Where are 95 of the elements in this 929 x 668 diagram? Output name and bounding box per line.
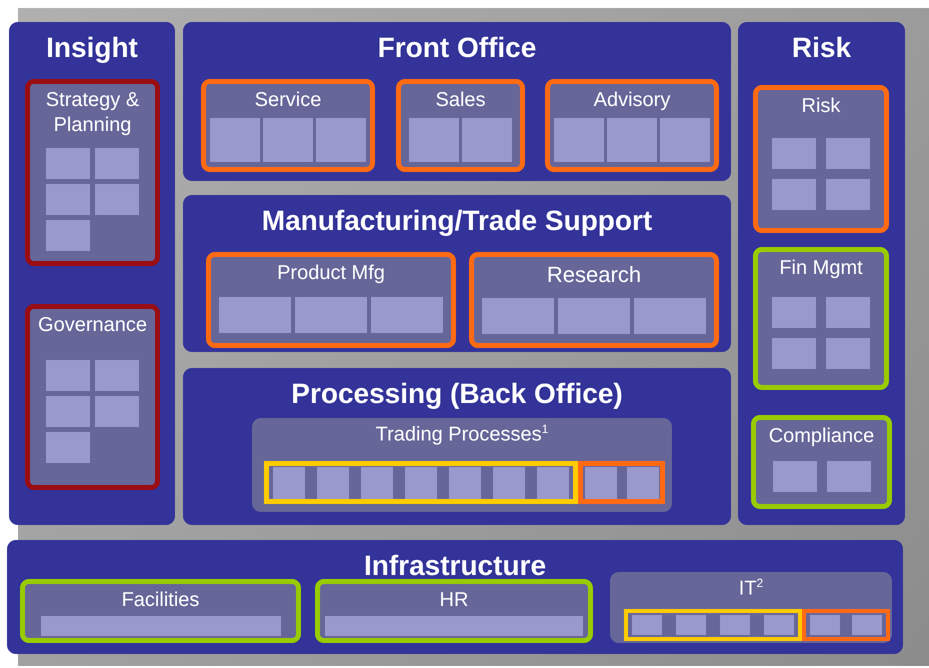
box-label: Product Mfg xyxy=(277,261,385,286)
function-box xyxy=(610,572,892,643)
function-box xyxy=(20,579,301,643)
function-box xyxy=(315,579,593,643)
component-square xyxy=(676,615,706,635)
process-band xyxy=(578,461,665,504)
component-square xyxy=(826,338,870,369)
component-square xyxy=(772,178,816,210)
component-square xyxy=(660,118,710,162)
component-bar xyxy=(325,616,583,636)
component-square xyxy=(46,396,90,427)
component-square xyxy=(273,466,305,498)
component-square xyxy=(46,148,90,179)
function-box xyxy=(201,79,375,172)
box-label: Advisory xyxy=(594,88,670,113)
component-square xyxy=(46,220,90,251)
component-square xyxy=(720,615,750,635)
component-square xyxy=(409,118,459,162)
box-label: Strategy & Planning xyxy=(44,88,140,138)
component-square xyxy=(95,360,139,391)
process-band xyxy=(802,609,890,641)
section-title: Manufacturing/Trade Support xyxy=(262,205,652,237)
section-panel xyxy=(183,22,731,181)
box-label: IT$^{2}$ xyxy=(738,576,764,602)
function-box xyxy=(252,418,672,512)
section-panel xyxy=(7,540,903,654)
component-square xyxy=(46,432,90,463)
box-label: Research xyxy=(546,261,642,288)
component-bar xyxy=(40,616,280,636)
component-square xyxy=(634,298,706,334)
component-square xyxy=(95,184,139,215)
function-box xyxy=(753,85,889,233)
component-square xyxy=(826,178,870,210)
component-square xyxy=(584,466,616,498)
section-title: Processing (Back Office) xyxy=(291,378,623,410)
box-label: Fin Mgmt xyxy=(779,256,863,281)
component-square xyxy=(361,466,393,498)
section-panel xyxy=(183,368,731,525)
component-square xyxy=(772,461,816,492)
box-label: Service xyxy=(254,88,322,113)
component-square xyxy=(462,118,512,162)
component-square xyxy=(772,138,816,168)
box-label: Governance xyxy=(38,313,147,338)
box-label: Sales xyxy=(435,88,486,113)
component-square xyxy=(558,298,630,334)
function-box xyxy=(396,79,525,172)
component-square xyxy=(371,296,443,332)
component-square xyxy=(537,466,569,498)
component-square xyxy=(46,360,90,391)
section-title: Risk xyxy=(792,32,852,64)
box-label: HR xyxy=(440,588,468,613)
box-label: Facilities xyxy=(122,588,200,613)
component-square xyxy=(295,296,367,332)
component-square xyxy=(772,297,816,328)
function-box xyxy=(753,247,889,390)
component-square xyxy=(607,118,657,162)
section-panel xyxy=(9,22,175,525)
component-square xyxy=(554,118,604,162)
component-square xyxy=(852,615,882,635)
section-title: Front Office xyxy=(378,32,536,64)
component-square xyxy=(632,615,662,635)
section-panel xyxy=(183,195,731,352)
function-box xyxy=(545,79,719,172)
component-square xyxy=(263,118,313,162)
box-label: Risk xyxy=(802,94,840,119)
component-square xyxy=(826,138,870,168)
function-box xyxy=(25,304,160,490)
component-square xyxy=(405,466,437,498)
component-square xyxy=(810,615,840,635)
component-square xyxy=(626,466,658,498)
component-square xyxy=(826,297,870,328)
function-box xyxy=(25,79,160,266)
component-square xyxy=(46,184,90,215)
component-square xyxy=(317,466,349,498)
component-square xyxy=(826,461,870,492)
section-title: Infrastructure xyxy=(364,550,546,582)
component-square xyxy=(482,298,554,334)
process-band xyxy=(624,609,802,641)
section-panel xyxy=(738,22,905,525)
component-square xyxy=(764,615,794,635)
component-square xyxy=(493,466,525,498)
component-square xyxy=(210,118,260,162)
box-label: Trading Processes$^{1}$ xyxy=(376,422,548,448)
section-title: Insight xyxy=(46,32,138,64)
function-box xyxy=(206,252,456,348)
box-label: Compliance xyxy=(768,424,874,449)
component-square xyxy=(772,338,816,369)
process-band xyxy=(264,461,578,504)
component-square xyxy=(219,296,291,332)
function-box xyxy=(751,415,892,509)
function-box xyxy=(469,252,719,348)
component-square xyxy=(449,466,481,498)
component-square xyxy=(95,148,139,179)
component-square xyxy=(95,396,139,427)
component-square xyxy=(316,118,366,162)
